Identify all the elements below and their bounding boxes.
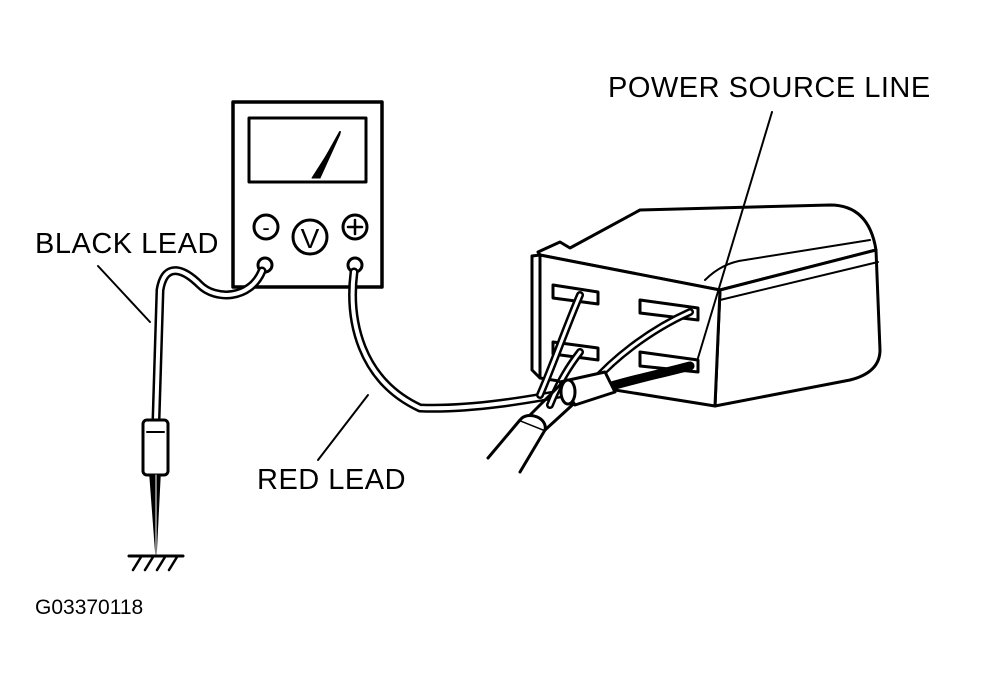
probe-tip-icon [141,418,170,556]
black-lead-label: BLACK LEAD [35,228,219,260]
red-lead-leader-line [317,394,369,461]
plus-terminal-symbol [341,213,369,241]
power-source-line-label: POWER SOURCE LINE [608,72,931,104]
figure-code: G03370118 [35,596,144,619]
wire-harness [486,291,695,474]
power-source-leader-line [697,111,773,359]
voltage-mode-symbol [291,218,329,256]
red-lead-label: RED LEAD [257,464,407,496]
svg-text:-: - [262,215,269,240]
black-lead-leader-line [97,265,151,323]
meter-needle [311,133,341,179]
meter-display [247,116,368,184]
voltmeter-icon: - V [231,100,384,289]
red-lead-wire [348,267,585,413]
black-lead-wire [151,266,267,425]
svg-text:V: V [301,223,320,254]
ground-symbol-icon [127,554,185,572]
minus-terminal-symbol [252,213,280,241]
